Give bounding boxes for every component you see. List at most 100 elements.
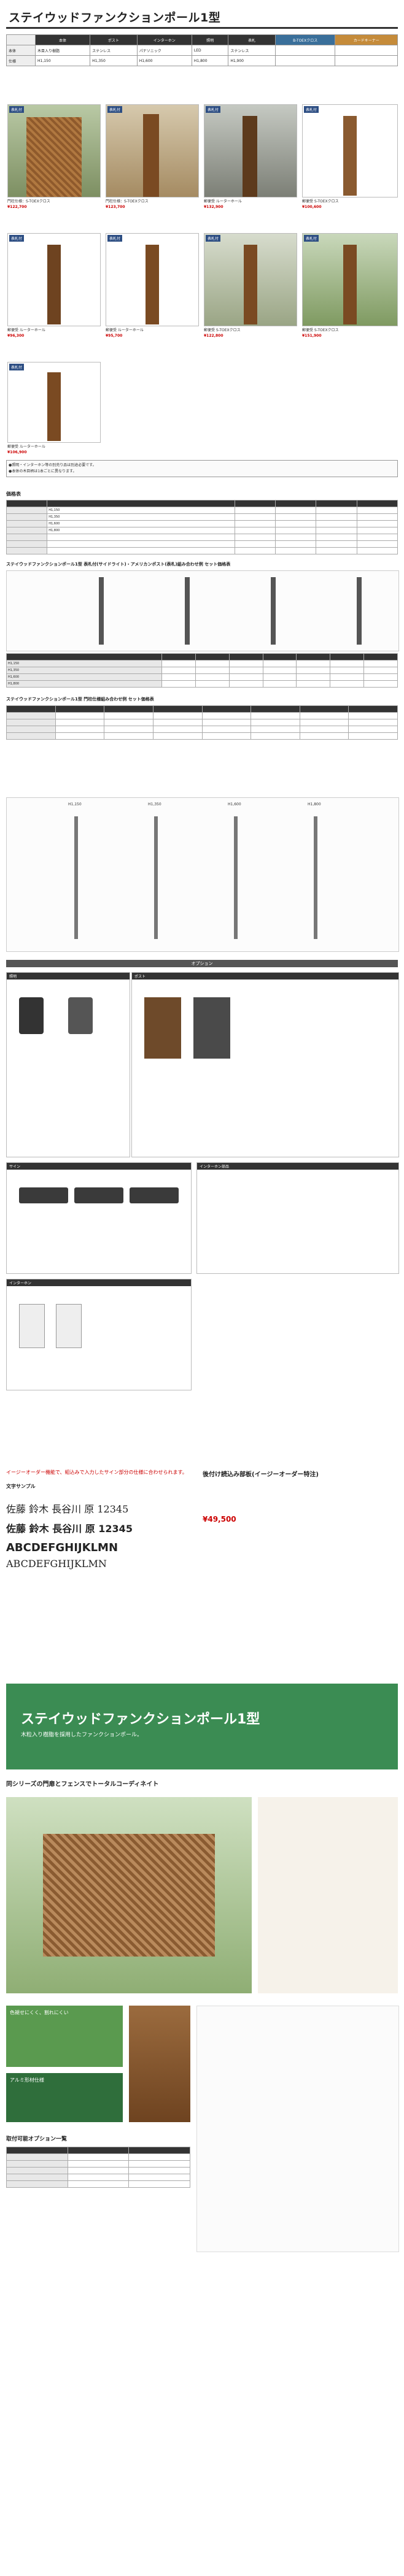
hero-banner: ステイウッドファンクションポール1型 木粒入り樹脂を採用したファンクションポール… xyxy=(6,1684,398,1769)
installation-panel xyxy=(196,2006,399,2252)
lower-heading: 同シリーズの門扉とフェンスでトータルコーディネイト xyxy=(6,1781,159,1788)
product-photo[interactable]: 表札付 xyxy=(302,233,398,326)
feature-box-1: 色褪せにくく、割れにくい xyxy=(6,2006,123,2067)
product-caption: 郵便受 ルーターホール¥96,300 xyxy=(7,328,45,338)
font-lead: イージーオーダー機能で、組込みで入力したサイン部分の仕様に合わせられます。 xyxy=(6,1470,187,1475)
font-sample-jp: 佐藤 鈴木 長谷川 原 12345 xyxy=(6,1503,129,1515)
spec-header: ポスト xyxy=(90,34,138,45)
product-tag: 表札付 xyxy=(107,106,123,113)
spec-cell: H1,600 xyxy=(136,55,192,66)
product-tag: 表札付 xyxy=(206,235,221,242)
product-photo[interactable]: 表札付 xyxy=(302,104,398,197)
title-divider xyxy=(6,27,398,29)
spec-header: 表札 xyxy=(228,34,276,45)
spec-corner xyxy=(6,34,36,45)
option-heading: インターホン xyxy=(7,1279,191,1286)
product-price: ¥151,900 xyxy=(302,334,322,338)
product-photo[interactable]: 表札付 xyxy=(204,104,297,197)
banner-subtitle: 木粒入り樹脂を採用したファンクションポール。 xyxy=(21,1732,143,1738)
combo-section-title: ステイウッドファンクションポール1型 門柱仕様組み合わせ例 セット価格表 xyxy=(6,697,154,702)
font-sample-en: ABCDEFGHIJKLMN xyxy=(6,1541,118,1554)
font-sample-en2: ABCDEFGHIJKLMN xyxy=(6,1558,107,1570)
spec-badge: B-TOEXクロス xyxy=(274,34,336,45)
product-price: ¥123,700 xyxy=(106,205,125,209)
product-photo[interactable]: 表札付 xyxy=(204,233,297,326)
height-label: H1,600 xyxy=(228,802,241,807)
option-list-heading: 取付可能オプション一覧 xyxy=(6,2136,68,2142)
product-tag: 表札付 xyxy=(9,364,25,370)
height-label: H1,150 xyxy=(68,802,82,807)
spec-cell xyxy=(274,55,336,66)
option-sign-block: サイン xyxy=(6,1162,192,1274)
gate-spec-panel xyxy=(258,1797,398,1993)
option-heading: インターホン部品 xyxy=(197,1163,398,1170)
product-price: ¥100,600 xyxy=(302,205,322,209)
spec-row-label: 仕様 xyxy=(6,55,36,66)
product-caption: 郵便受 S-TOEXクロス¥100,600 xyxy=(302,199,339,209)
option-list-table xyxy=(6,2147,190,2188)
notes: ●照明・インターホン等の別売り品は別途必要です。 ●本体の木目柄は1本ごとに異な… xyxy=(6,460,398,477)
easy-order-heading: 後付け読込み部板(イージーオーダー特注) xyxy=(203,1471,319,1478)
product-price: ¥96,300 xyxy=(7,334,25,338)
spec-cell: H1,800 xyxy=(191,55,229,66)
height-cell: H1,800 xyxy=(47,527,235,534)
product-price: ¥122,700 xyxy=(7,205,27,209)
spec-cell xyxy=(335,45,398,56)
product-caption: 郵便受 ルーターホール¥95,700 xyxy=(106,328,144,338)
height-label: H1,350 xyxy=(148,802,161,807)
product-tag: 表札付 xyxy=(107,235,123,242)
dimension-drawings: H1,150 H1,350 H1,600 H1,800 xyxy=(6,797,399,952)
gate-photo xyxy=(6,1797,252,1993)
product-photo[interactable]: 表札付 xyxy=(7,362,101,443)
spec-cell: ステンレス xyxy=(90,45,138,56)
product-tag: 表札付 xyxy=(9,106,25,113)
easy-order-price: ¥49,500 xyxy=(203,1515,236,1524)
product-photo[interactable]: 表札付 xyxy=(7,233,101,326)
height-cell: H1,150 xyxy=(47,507,235,514)
product-photo[interactable]: 表札付 xyxy=(106,104,199,197)
spec-cell xyxy=(274,45,336,56)
spec-cell: H1,350 xyxy=(90,55,138,66)
height-cell: H1,600 xyxy=(47,520,235,527)
banner-title: ステイウッドファンクションポール1型 xyxy=(21,1712,260,1727)
combo-diagram xyxy=(6,570,399,651)
easy-order-block: 後付け読込み部板(イージーオーダー特注) ¥49,500 xyxy=(203,1469,398,1524)
option-post-block: ポスト xyxy=(131,972,399,1157)
spec-cell: ステンレス xyxy=(228,45,276,56)
height-label: H1,800 xyxy=(308,802,321,807)
price-table: H1,150 H1,350 H1,600 H1,800 xyxy=(6,500,398,554)
spec-header: 本体 xyxy=(34,34,91,45)
page-title: ステイウッドファンクションポール1型 xyxy=(9,11,221,25)
product-photo[interactable]: 表札付 xyxy=(7,104,101,197)
height-cell: H1,350 xyxy=(47,513,235,521)
product-caption: 郵便受 S-TOEXクロス¥151,900 xyxy=(302,328,339,338)
product-tag: 表札付 xyxy=(304,235,319,242)
product-caption: 郵便受 S-TOEXクロス¥122,800 xyxy=(204,328,241,338)
product-caption: 門柱仕様：S-TOEXクロス¥123,700 xyxy=(106,199,149,209)
product-caption: 郵便受 ルーターホール¥132,900 xyxy=(204,199,242,209)
spec-badge: カードキーナー xyxy=(335,34,398,45)
product-tag: 表札付 xyxy=(304,106,319,113)
product-photo[interactable]: 表札付 xyxy=(106,233,199,326)
product-caption: 郵便受 ルーターホール¥106,900 xyxy=(7,445,45,454)
product-price: ¥122,800 xyxy=(204,334,223,338)
option-heading: サイン xyxy=(7,1163,191,1170)
combo-section-title: ステイウッドファンクションポール1型 表札付(サイドライト)・アメリカンポスト(… xyxy=(6,562,231,567)
product-tag: 表札付 xyxy=(206,106,221,113)
spec-row-label: 本体 xyxy=(6,45,36,56)
option-heading: ポスト xyxy=(132,973,398,979)
note-line: ●照明・インターホン等の別売り品は別途必要です。 xyxy=(9,463,96,467)
material-sample xyxy=(129,2006,190,2122)
option-intercom-block: インターホン xyxy=(6,1279,192,1390)
spec-cell: H1,900 xyxy=(228,55,276,66)
option-heading: 照明 xyxy=(7,973,130,979)
feature-box-2: アルミ形材仕様 xyxy=(6,2073,123,2122)
option-light-block: 照明 xyxy=(6,972,130,1157)
price-section-title: 価格表 xyxy=(6,491,21,497)
font-sample-section: イージーオーダー機能で、組込みで入力したサイン部分の仕様に合わせられます。 文字… xyxy=(6,1469,398,1570)
option-mount-block: インターホン部品 xyxy=(196,1162,399,1274)
spec-cell: H1,150 xyxy=(34,55,91,66)
spec-header: インターホン xyxy=(136,34,192,45)
lower-section: 同シリーズの門扉とフェンスでトータルコーディネイト xyxy=(6,1779,398,1788)
product-price: ¥106,900 xyxy=(7,450,27,454)
